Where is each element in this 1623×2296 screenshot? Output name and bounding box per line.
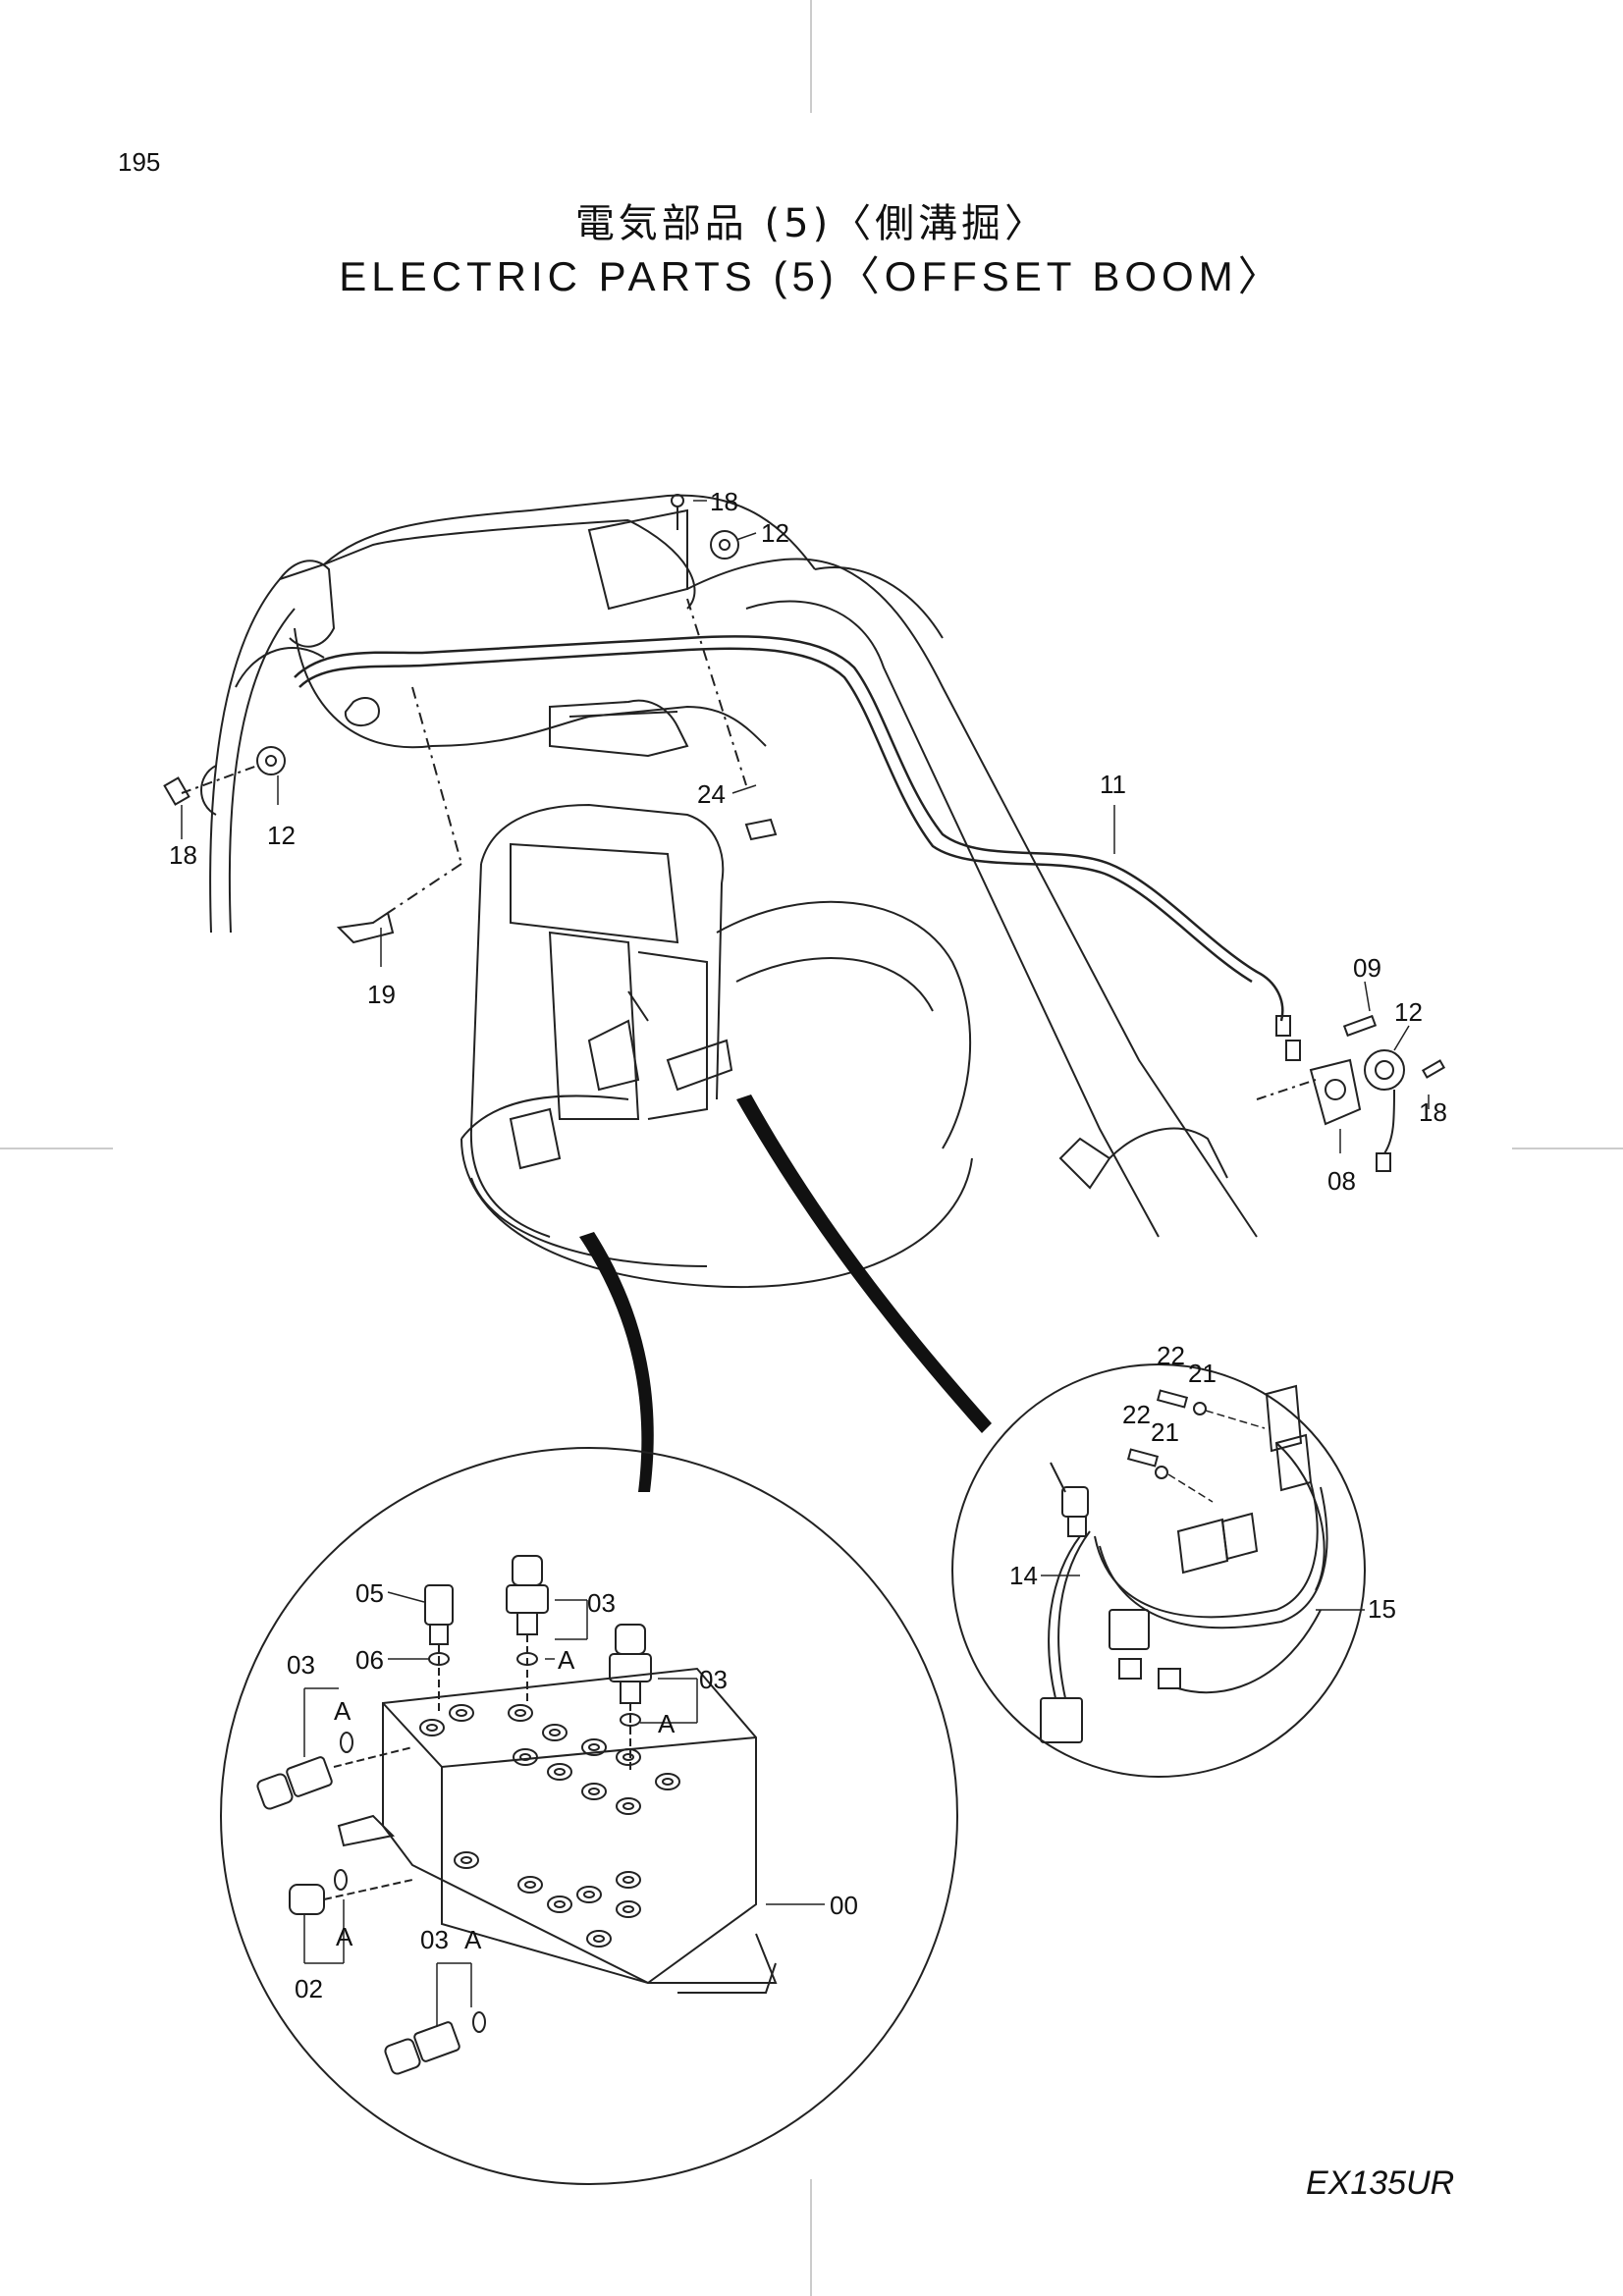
callout-22-upper: 22 xyxy=(1157,1341,1185,1370)
callout-19: 19 xyxy=(367,980,396,1009)
callout-leaders-block xyxy=(303,1591,825,2027)
callout-a-plug: A xyxy=(336,1922,353,1951)
callout-09: 09 xyxy=(1353,953,1381,983)
pressure-switch-05 xyxy=(424,1584,454,1713)
callout-a-bottom: A xyxy=(464,1925,482,1954)
relays xyxy=(1040,1384,1313,1743)
callout-11: 11 xyxy=(1100,770,1126,799)
toggle-switch-14 xyxy=(1050,1462,1089,1537)
horn-parts xyxy=(163,494,778,944)
pressure-switch-03-left xyxy=(256,1746,413,1810)
o-rings xyxy=(334,1652,641,2033)
page-title-english: ELECTRIC PARTS (5)〈OFFSET BOOM〉 xyxy=(339,253,1284,299)
callout-00: 00 xyxy=(830,1891,858,1920)
callout-08: 08 xyxy=(1327,1166,1356,1196)
callout-05: 05 xyxy=(355,1578,384,1608)
pressure-switch-03-bottom xyxy=(384,2021,460,2075)
callout-12-right: 12 xyxy=(1394,997,1423,1027)
callout-12-top: 12 xyxy=(761,518,789,548)
callout-06: 06 xyxy=(355,1645,384,1675)
callout-22-lower: 22 xyxy=(1122,1400,1151,1429)
pressure-switch-03-right xyxy=(609,1624,652,1772)
callout-18-top: 18 xyxy=(710,487,738,516)
callout-14: 14 xyxy=(1009,1561,1038,1590)
wiring-harness-11 xyxy=(294,635,1284,1022)
detail-circle-pressure-switch-block xyxy=(220,1447,958,2185)
plug-02 xyxy=(289,1879,413,1915)
callout-24: 24 xyxy=(697,779,726,809)
pressure-switch-03-top xyxy=(506,1555,549,1703)
callout-21-upper: 21 xyxy=(1188,1359,1217,1388)
switch-parts-right xyxy=(1256,1014,1446,1172)
callout-leaders-main xyxy=(181,500,1430,1153)
callout-03-left: 03 xyxy=(287,1650,315,1680)
callout-21-lower: 21 xyxy=(1151,1417,1179,1447)
detail-circle-switch-harness xyxy=(951,1363,1366,1778)
page-number: 195 xyxy=(118,147,161,177)
callout-15: 15 xyxy=(1368,1594,1396,1624)
callout-18-right: 18 xyxy=(1419,1097,1447,1127)
screws-21-22 xyxy=(1126,1389,1266,1503)
cab-illustration xyxy=(460,803,973,1289)
page-title-japanese: 電気部品 (5)〈側溝掘〉 xyxy=(574,201,1049,246)
callout-03-right: 03 xyxy=(699,1665,728,1694)
block-ports xyxy=(419,1704,680,1948)
callout-a-right: A xyxy=(658,1709,676,1738)
callout-a-top: A xyxy=(558,1645,575,1675)
callout-a-left: A xyxy=(334,1696,352,1726)
callout-03-top: 03 xyxy=(587,1588,616,1618)
detail-leaders xyxy=(579,1095,992,1492)
callout-12-left: 12 xyxy=(267,821,296,850)
boom-arm-illustration xyxy=(200,494,1258,1238)
callout-leaders-harness xyxy=(1041,1575,1365,1611)
model-number: EX135UR xyxy=(1306,2164,1455,2202)
callout-02: 02 xyxy=(295,1974,323,2003)
callout-18-left: 18 xyxy=(169,840,197,870)
callout-labels: 18 12 18 12 24 19 11 09 12 18 08 22 21 2… xyxy=(169,487,1447,2003)
harness-15 xyxy=(1048,1442,1328,1699)
callout-03-bottom: 03 xyxy=(420,1925,449,1954)
